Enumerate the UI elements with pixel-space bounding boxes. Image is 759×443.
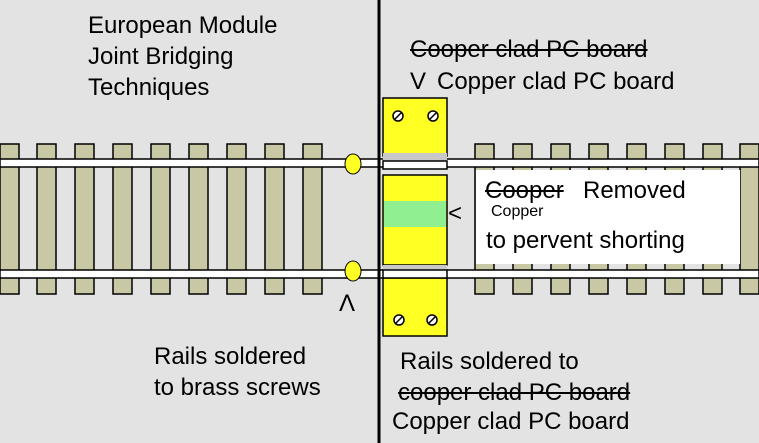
gap-strip [383, 153, 447, 161]
diagram-title: European Module Joint Bridging Technique… [88, 12, 278, 102]
note-struck-word: Cooper [485, 177, 564, 204]
rail-top [0, 158, 380, 168]
solder-blob-icon [344, 153, 362, 175]
screw-icon [427, 110, 439, 122]
screw-icon [393, 314, 405, 326]
removed-copper-strip [384, 201, 446, 227]
top-board-marker: V [410, 68, 427, 95]
note-removed-word: Removed [583, 177, 686, 204]
tie [226, 143, 247, 295]
tie [0, 143, 20, 295]
top-board-corrected-label: Copper clad PC board [437, 68, 675, 95]
tie [150, 143, 171, 295]
note-line2: to pervent shorting [486, 227, 685, 254]
tie [36, 143, 57, 295]
pc-board-bottom-pad [382, 277, 448, 337]
note-correction-word: Copper [491, 203, 544, 220]
tie [112, 143, 133, 295]
right-caption-corrected: Copper clad PC board [392, 408, 630, 435]
screw-icon [426, 314, 438, 326]
solder-blob-icon [344, 260, 362, 282]
tie [74, 143, 95, 295]
left-track [0, 143, 380, 295]
tie [302, 143, 323, 295]
top-board-struck-label: Cooper clad PC board [410, 36, 648, 63]
solder-marker: Λ [339, 290, 356, 317]
gap-strip [383, 265, 447, 273]
pc-board [382, 97, 448, 337]
rail-bottom [0, 269, 380, 279]
right-caption-line1: Rails soldered to [400, 348, 579, 375]
note-box [476, 170, 740, 264]
screw-icon [392, 110, 404, 122]
rail-over-board-bottom [382, 269, 448, 279]
right-caption-struck: cooper clad PC board [398, 379, 631, 406]
left-caption: Rails soldered to brass screws [154, 343, 321, 402]
rail-over-board-top [382, 160, 448, 170]
tie [264, 143, 285, 295]
note-marker: < [448, 200, 463, 227]
pc-board-top-pad [382, 97, 448, 157]
tie [739, 143, 759, 295]
tie [188, 143, 209, 295]
